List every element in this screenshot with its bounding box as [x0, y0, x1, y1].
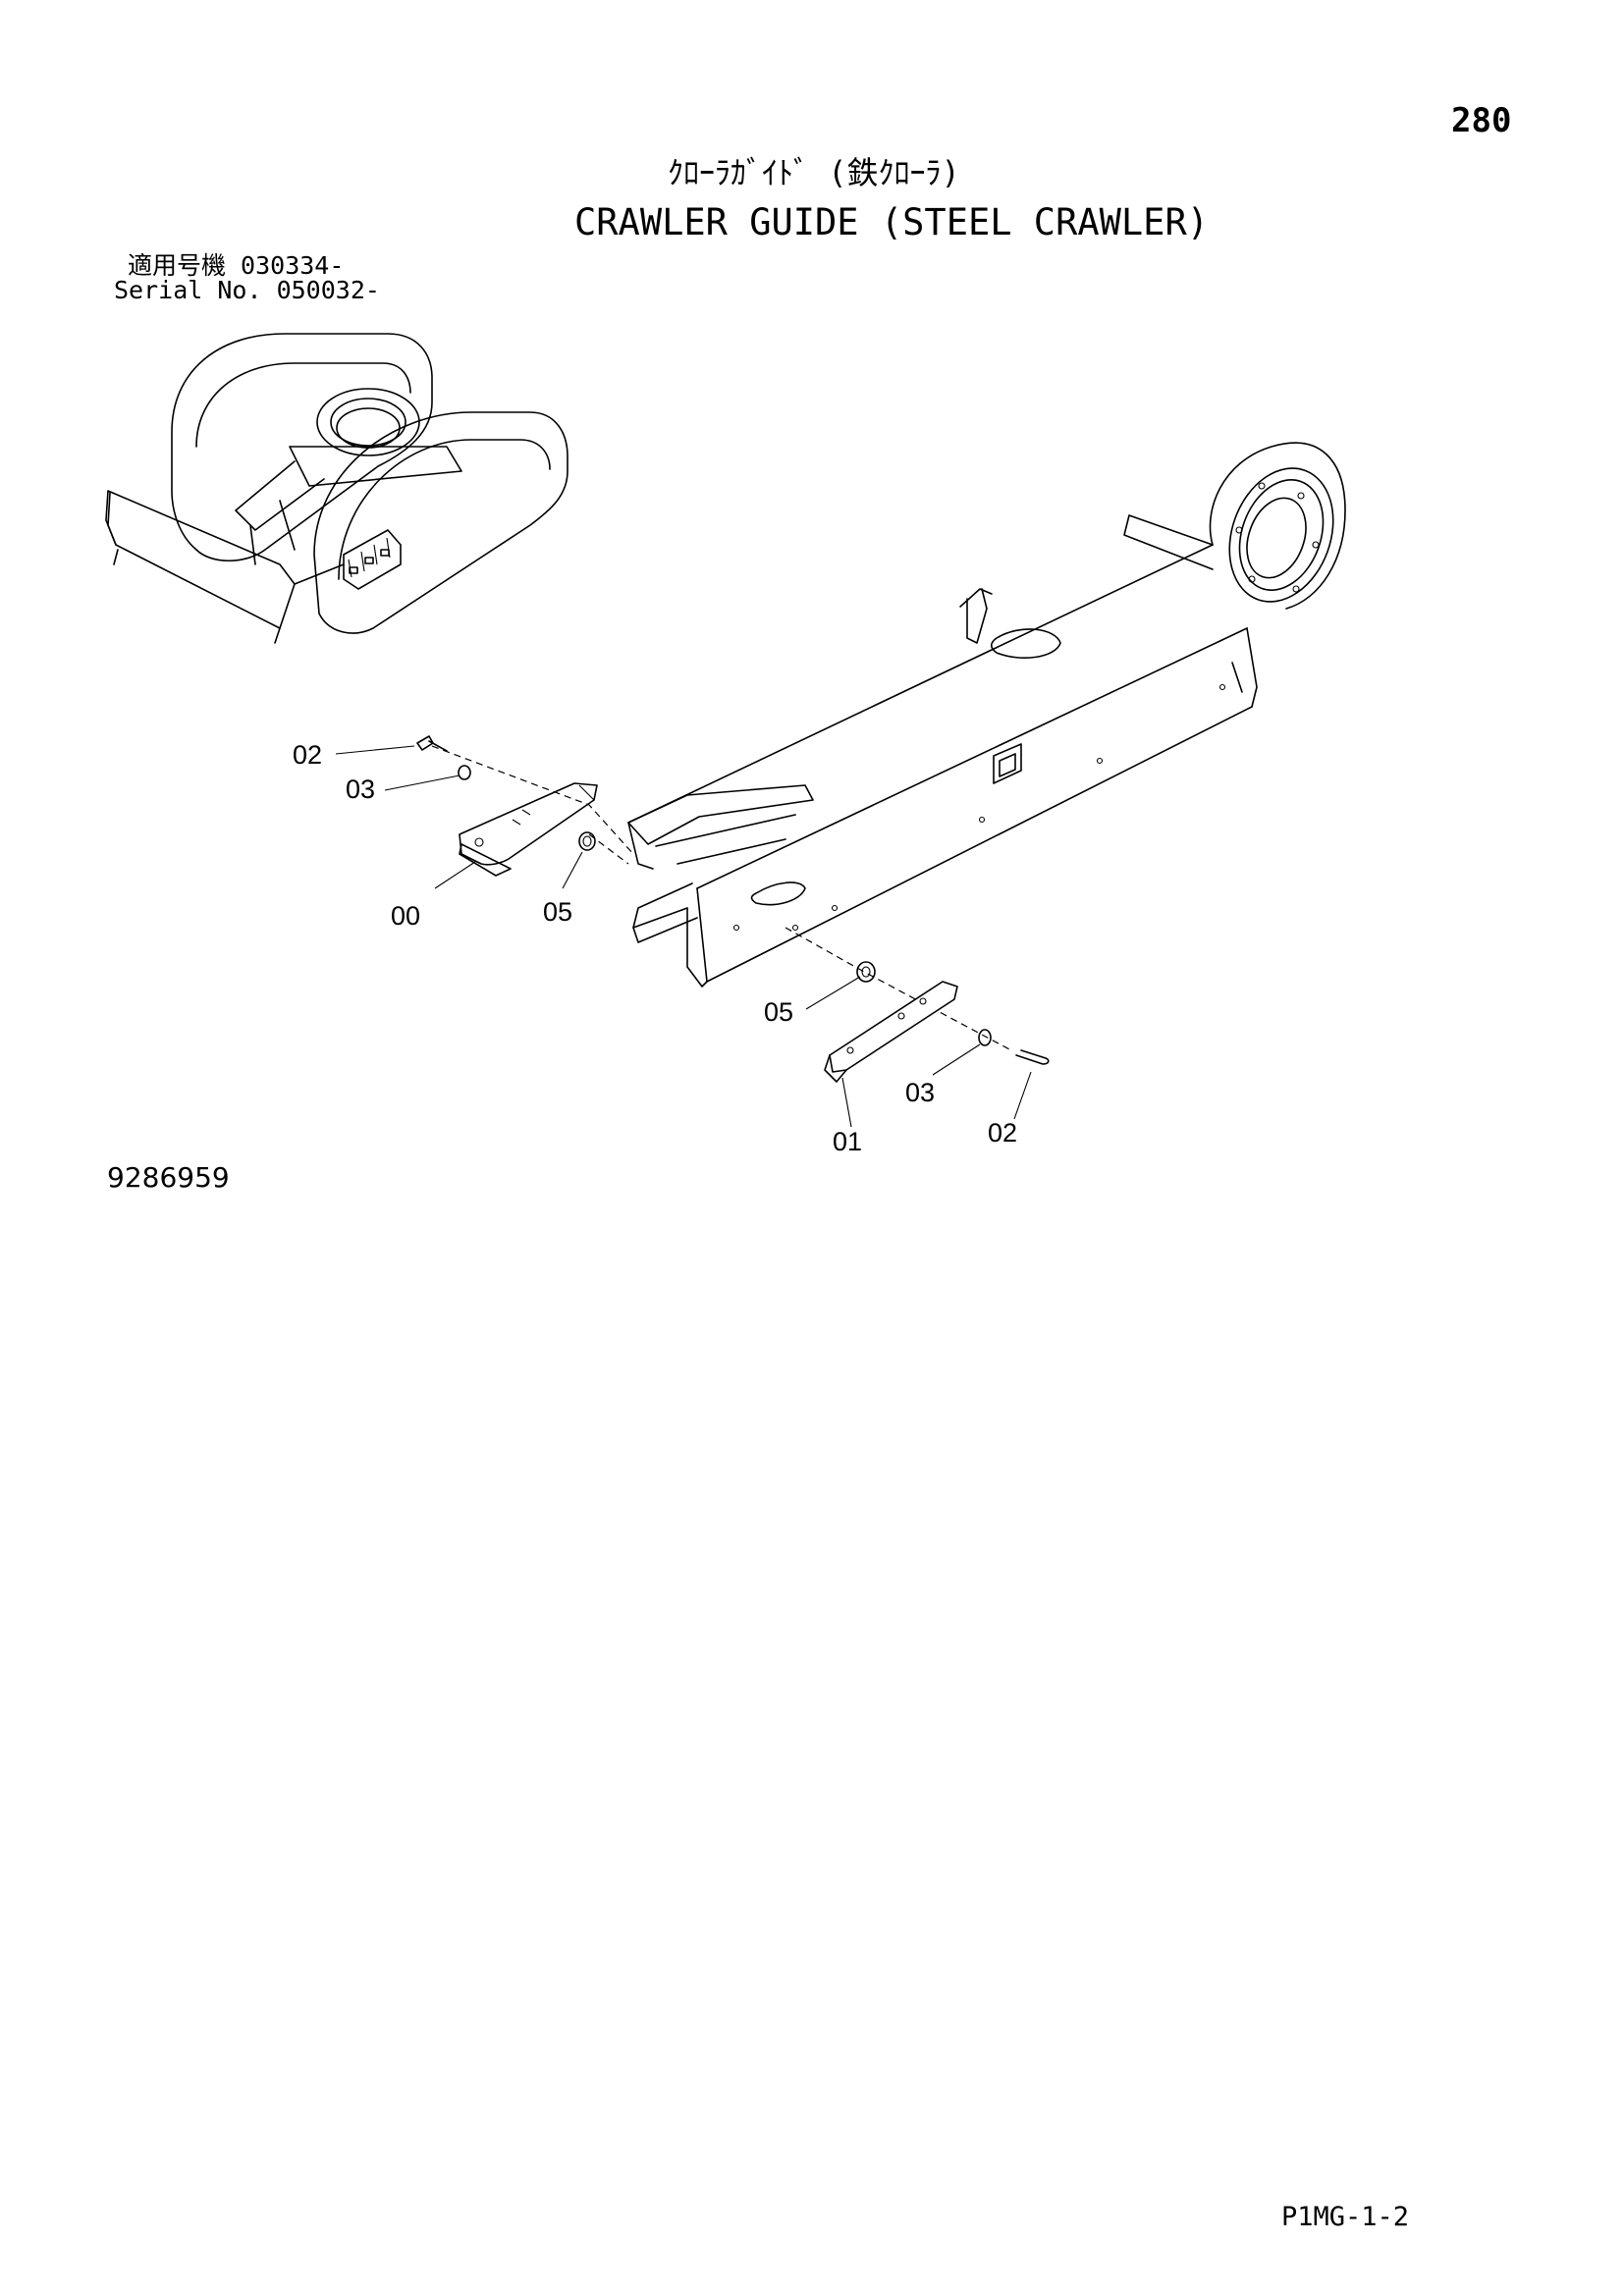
callout-01: 01	[833, 1127, 862, 1156]
callout-00: 00	[391, 901, 420, 931]
page-title-japanese: ｸﾛｰﾗｶﾞｲﾄﾞ (鉄ｸﾛｰﾗ)	[668, 154, 960, 191]
guide-part-lower	[785, 927, 1050, 1083]
page-code: P1MG-1-2	[1281, 2202, 1410, 2232]
page-title: CRAWLER GUIDE (STEEL CRAWLER)	[574, 201, 1210, 243]
guide-part-upper	[416, 735, 634, 877]
serial-number: Serial No. 050032-	[114, 276, 380, 304]
track-frame-front	[627, 784, 814, 988]
callout-03-upper: 03	[346, 774, 375, 804]
undercarriage-inset	[105, 333, 568, 644]
drawing-number: 9286959	[107, 1161, 230, 1194]
callout-02-upper: 02	[293, 740, 322, 770]
track-frame	[627, 442, 1346, 983]
serial-number-japanese: 適用号機 030334-	[128, 251, 345, 280]
callout-05-upper: 05	[543, 897, 572, 927]
leader-lines	[335, 745, 1032, 1128]
callout-03-lower: 03	[905, 1078, 935, 1107]
callout-02-lower: 02	[988, 1118, 1017, 1148]
callout-05-lower: 05	[764, 997, 793, 1027]
page-number: 280	[1451, 101, 1512, 140]
